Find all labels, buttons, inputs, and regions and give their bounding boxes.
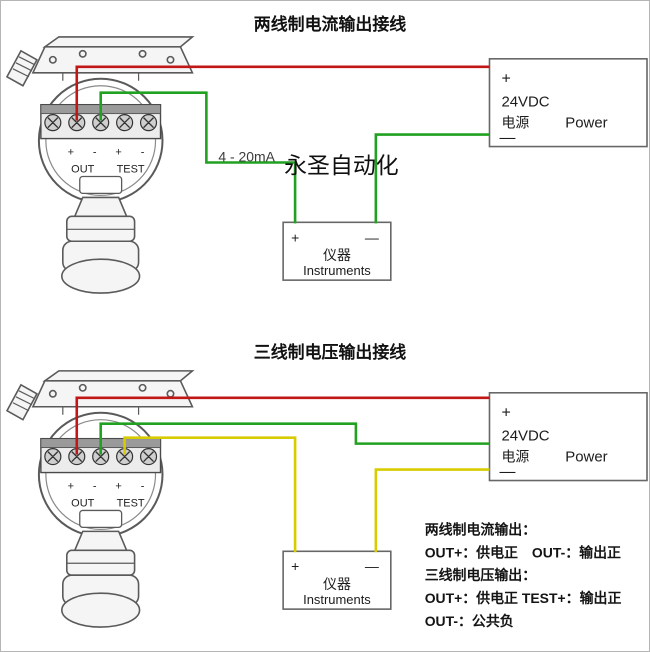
- note-line-2: OUT+：供电正 OUT-：输出正: [425, 544, 621, 560]
- power-box-two-wire: [488, 58, 648, 148]
- wiring-notes: 两线制电流输出： OUT+：供电正 OUT-：输出正 三线制电压输出： OUT+…: [425, 521, 622, 629]
- note-line-1: 两线制电流输出：: [425, 521, 536, 537]
- wire-instrument-to-power-negative-three-wire: [374, 468, 490, 553]
- transmitter-three-wire: [5, 369, 194, 629]
- wire-instrument-to-power-negative-two-wire: [374, 133, 490, 224]
- signal-range-label: 4 - 20mA: [218, 149, 275, 165]
- wire-supply-positive-two-wire: [75, 65, 490, 121]
- section-three-wire-title: 三线制电压输出接线: [254, 342, 407, 362]
- wire-common-negative-three-wire: [99, 422, 490, 455]
- wire-supply-positive-three-wire: [75, 396, 490, 455]
- power-box-three-wire: [488, 391, 648, 482]
- instrument-box-two-wire: [282, 221, 392, 281]
- watermark-text: 永圣自动化: [284, 152, 399, 178]
- wire-output-to-instrument-two-wire: [99, 91, 297, 224]
- section-two-wire-title: 两线制电流输出接线: [254, 14, 407, 34]
- note-line-4: OUT+：供电正 TEST+：输出正: [425, 590, 622, 606]
- note-line-3: 三线制电压输出：: [425, 567, 536, 583]
- transmitter-two-wire: [5, 35, 194, 295]
- instrument-box-three-wire: [282, 550, 392, 610]
- note-line-5: OUT-：公共负: [425, 613, 514, 629]
- wire-test-output-to-instrument-three-wire: [123, 436, 297, 553]
